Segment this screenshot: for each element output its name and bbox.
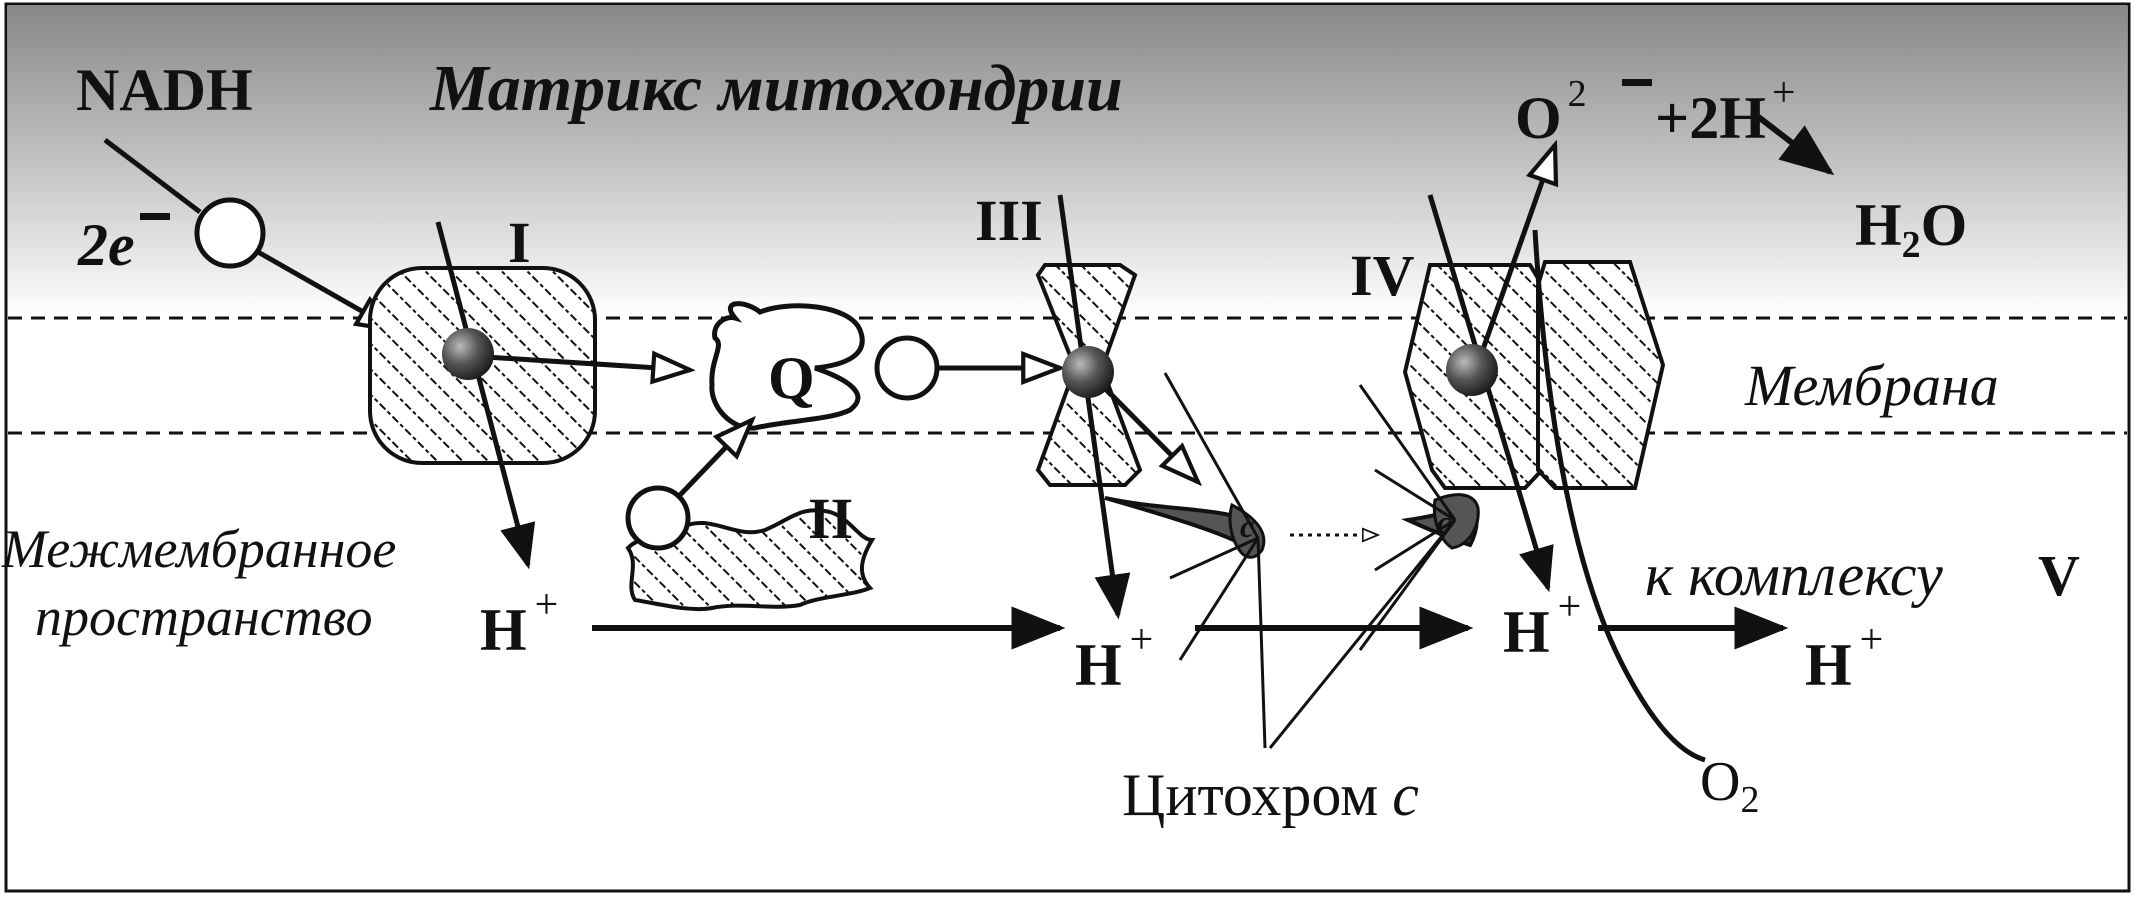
complex-4-to-oxygen-arrow: [1472, 145, 1555, 373]
complex-2-body: [625, 508, 876, 612]
nadh-line: [103, 138, 202, 214]
membrane-label: Мембрана: [1744, 353, 1999, 418]
oxygen-molecule-label: O2: [1700, 751, 1759, 821]
electron-carrier-nadh: [194, 197, 266, 269]
cytc2-line-a: [1358, 384, 1457, 521]
cytc2-line-c: [1374, 518, 1456, 572]
complex-4-label: IV: [1350, 243, 1415, 308]
oxygen-charge-minus: [1622, 79, 1652, 86]
complex-3-to-cytc-arrow: [1090, 373, 1198, 482]
proton-3: H+: [1503, 584, 1581, 665]
to-complex-5-label: к комплексу: [1645, 542, 1943, 608]
complex-5-label: V: [2038, 543, 2080, 608]
complex-1-proton-path: [435, 221, 536, 570]
to-water-arrow: [1750, 109, 1835, 176]
nadh-label: NADH: [76, 57, 253, 123]
complex-3-center: [1062, 346, 1114, 398]
cytc1-line-d: [1256, 537, 1267, 749]
oxygen-charge: 2: [1568, 73, 1587, 115]
complex-1-fes-center: [442, 328, 494, 380]
complex-2-label: II: [808, 486, 853, 551]
cytc1-line-b: [1169, 536, 1259, 580]
complex-3-label: III: [975, 188, 1043, 253]
complex-1-to-q-arrow: [469, 356, 690, 370]
two-protons-label: +2H+: [1655, 70, 1796, 151]
complex-2-to-q-arrow: [678, 420, 752, 497]
complex-4-right-subunit: [1536, 260, 1666, 490]
oxygen-entry-curve: [1532, 229, 1706, 763]
complex-3-proton-path: [1057, 194, 1131, 620]
cytc2-line-b: [1374, 468, 1456, 522]
cytc1-line-c: [1178, 537, 1260, 661]
water-label: H2O: [1855, 192, 1967, 266]
complex-4-center: [1446, 344, 1498, 396]
cytc1-line-a: [1163, 372, 1260, 539]
complex-1-label: I: [508, 210, 531, 275]
intermembrane-label-2: пространство: [35, 587, 372, 647]
proton-4: H+: [1805, 617, 1883, 698]
two-electrons-label: 2e: [77, 212, 135, 278]
intermembrane-label-1: Межмембранное: [1, 519, 396, 579]
electron-carrier-complex2: [625, 485, 691, 551]
proton-2: H+: [1075, 617, 1153, 698]
complex-4-proton-path: [1427, 194, 1554, 593]
cytochrome-c-1-label: c: [1240, 508, 1254, 544]
electron-carrier-q-to-complex3: [874, 335, 940, 401]
proton-1: H+: [480, 582, 558, 663]
ubiquinone-label: Q: [768, 345, 815, 411]
cytc2-line-e: [1268, 519, 1457, 749]
matrix-label: Матрикс митохондрии: [429, 52, 1123, 125]
electron-minus-sign: [140, 213, 170, 220]
ubiquinone-shape: [709, 301, 865, 431]
